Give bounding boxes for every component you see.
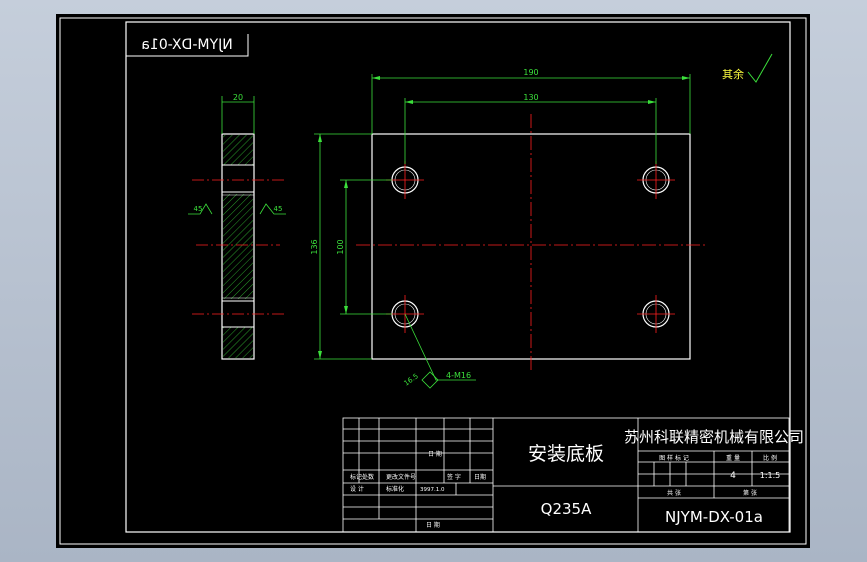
header-sheet-no: 第 张 bbox=[743, 489, 757, 497]
company-name: 苏州科联精密机械有限公司 bbox=[624, 428, 804, 446]
drawing-sheet: NJYM-DX-01a 其余 20 45 bbox=[56, 14, 810, 548]
section-hatch-bottom bbox=[223, 327, 253, 358]
header-scale: 比 例 bbox=[763, 454, 777, 462]
material: Q235A bbox=[541, 500, 592, 518]
mounting-hole-top-right bbox=[637, 161, 675, 199]
cad-drawing: NJYM-DX-01a 其余 20 45 bbox=[59, 17, 807, 545]
overall-width-dimension-text: 190 bbox=[523, 68, 538, 77]
part-name: 安装底板 bbox=[528, 443, 604, 465]
chamfer-right-text: 45 bbox=[274, 205, 283, 213]
header-sheets-total: 共 张 bbox=[667, 489, 681, 497]
surface-finish-note: 其余 bbox=[722, 53, 773, 83]
side-view: 20 45 45 bbox=[188, 93, 286, 360]
row-date-label: 日期 bbox=[474, 473, 486, 481]
header-weight: 重 量 bbox=[726, 454, 740, 462]
outer-frame bbox=[59, 17, 807, 545]
chamfer-callout-right bbox=[259, 203, 286, 215]
chamfer-left-text: 45 bbox=[194, 205, 203, 213]
drawing-number: NJYM-DX-01a bbox=[665, 508, 763, 526]
chamfer-callout-left bbox=[188, 203, 213, 215]
hole-leader-line bbox=[404, 313, 476, 381]
hole-callout-text: 4-M16 bbox=[446, 371, 471, 380]
hole-pitch-y-dimension-text: 100 bbox=[336, 239, 345, 254]
row-date2-label: 日 期 bbox=[426, 521, 440, 529]
reversed-drawing-code: NJYM-DX-01a bbox=[141, 37, 232, 53]
row-count-label: 处数 bbox=[362, 473, 374, 481]
thickness-dimension-text: 20 bbox=[233, 93, 243, 102]
side-view-outline bbox=[221, 133, 255, 360]
quantity-value: 4 bbox=[730, 471, 736, 481]
section-hatch-top bbox=[223, 135, 253, 165]
mounting-hole-bottom-right bbox=[637, 295, 675, 333]
header-stage-mark: 图 样 标 记 bbox=[659, 454, 689, 462]
roughness-symbol bbox=[747, 53, 773, 83]
surface-finish-label: 其余 bbox=[722, 67, 744, 81]
hole-pitch-x-dimension-text: 130 bbox=[523, 93, 538, 102]
reversed-code-box: NJYM-DX-01a bbox=[126, 34, 249, 57]
scale-value: 1:1.5 bbox=[760, 471, 781, 480]
row-change-doc-label: 更改文件号 bbox=[386, 473, 416, 481]
front-view: 190 130 136 100 4-M16 16.5 bbox=[310, 68, 706, 389]
row-mark-label: 标记 bbox=[350, 473, 362, 481]
title-block bbox=[342, 417, 790, 533]
row-date3-label: 日 期 bbox=[428, 450, 442, 458]
section-hatch-middle bbox=[223, 194, 253, 299]
row-standard-label: 标准化 bbox=[386, 485, 404, 493]
leader-callout-text: 16.5 bbox=[403, 372, 420, 387]
title-block-text: 标记 处数 更改文件号 签 字 日期 设 计 标准化 3997.1.0 日 期 … bbox=[350, 428, 804, 529]
row-sign-label: 签 字 bbox=[447, 473, 461, 481]
row-design-label: 设 计 bbox=[350, 485, 364, 493]
overall-height-dimension-text: 136 bbox=[310, 239, 319, 254]
row-code-label: 3997.1.0 bbox=[420, 487, 445, 493]
